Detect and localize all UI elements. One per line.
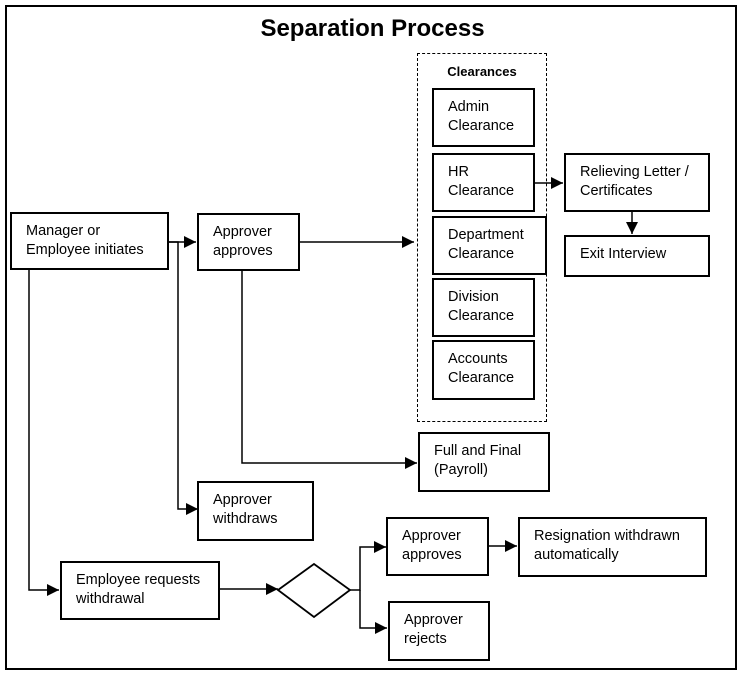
decision-diamond xyxy=(276,562,352,619)
department-clearance-node: Department Clearance xyxy=(432,216,547,275)
exit-interview-line1: Exit Interview xyxy=(580,246,667,262)
accounts-clearance-line2: Clearance xyxy=(448,370,515,386)
approver-approves-line1: Approver xyxy=(213,224,272,240)
division-clearance-line2: Clearance xyxy=(448,308,515,324)
full-and-final-node: Full and Final (Payroll) xyxy=(418,432,550,492)
connector-initiate-to-withdrawal-request xyxy=(28,270,59,596)
relieving-letter-line2: Certificates xyxy=(580,183,653,199)
approver-approves-line2: approves xyxy=(213,243,273,259)
accounts-clearance-node: Accounts Clearance xyxy=(432,340,535,400)
full-and-final-line2: (Payroll) xyxy=(434,462,488,478)
initiate-node: Manager or Employee initiates xyxy=(10,212,169,270)
employee-requests-withdrawal-line2: withdrawal xyxy=(76,591,145,607)
division-clearance-line1: Division xyxy=(448,289,499,305)
admin-clearance-node: Admin Clearance xyxy=(432,88,535,147)
hr-clearance-line2: Clearance xyxy=(448,183,515,199)
clearances-title: Clearances xyxy=(447,64,517,79)
resignation-withdrawn-node: Resignation withdrawn automatically xyxy=(518,517,707,577)
hr-clearance-node: HR Clearance xyxy=(432,153,535,212)
employee-requests-withdrawal-line1: Employee requests xyxy=(76,572,201,588)
connector-decision-to-approves xyxy=(350,541,386,591)
admin-clearance-line2: Clearance xyxy=(448,118,515,134)
hr-clearance-line1: HR xyxy=(448,164,469,180)
resignation-withdrawn-line1: Resignation withdrawn xyxy=(534,528,680,544)
relieving-letter-line1: Relieving Letter / xyxy=(580,164,689,180)
approver-withdraws-line1: Approver xyxy=(213,492,272,508)
withdrawal-approver-approves-line1: Approver xyxy=(402,528,461,544)
approver-approves-node: Approver approves xyxy=(197,213,300,271)
division-clearance-node: Division Clearance xyxy=(432,278,535,337)
full-and-final-line1: Full and Final xyxy=(434,443,522,459)
resignation-withdrawn-line2: automatically xyxy=(534,547,619,563)
initiate-line2: Employee initiates xyxy=(26,242,144,258)
approver-rejects-line2: rejects xyxy=(404,631,447,647)
connector-decision-to-rejects xyxy=(359,590,387,634)
approver-withdraws-node: Approver withdraws xyxy=(197,481,314,541)
accounts-clearance-line1: Accounts xyxy=(448,351,508,367)
relieving-letter-node: Relieving Letter / Certificates xyxy=(564,153,710,212)
connector-approver-to-full-final xyxy=(241,271,417,469)
approver-withdraws-line2: withdraws xyxy=(213,511,278,527)
department-clearance-line1: Department xyxy=(448,227,524,243)
exit-interview-node: Exit Interview xyxy=(564,235,710,277)
diagram-frame xyxy=(5,5,737,670)
approver-rejects-line1: Approver xyxy=(404,612,463,628)
initiate-line1: Manager or xyxy=(26,223,101,239)
approver-rejects-node: Approver rejects xyxy=(388,601,490,661)
diagram-title: Separation Process xyxy=(260,15,485,42)
admin-clearance-line1: Admin xyxy=(448,99,490,115)
withdrawal-approver-approves-line2: approves xyxy=(402,547,462,563)
withdrawal-approver-approves-node: Approver approves xyxy=(386,517,489,576)
employee-requests-withdrawal-node: Employee requests withdrawal xyxy=(60,561,220,620)
connector-initiate-to-withdraws xyxy=(168,241,198,515)
department-clearance-line2: Clearance xyxy=(448,246,515,262)
